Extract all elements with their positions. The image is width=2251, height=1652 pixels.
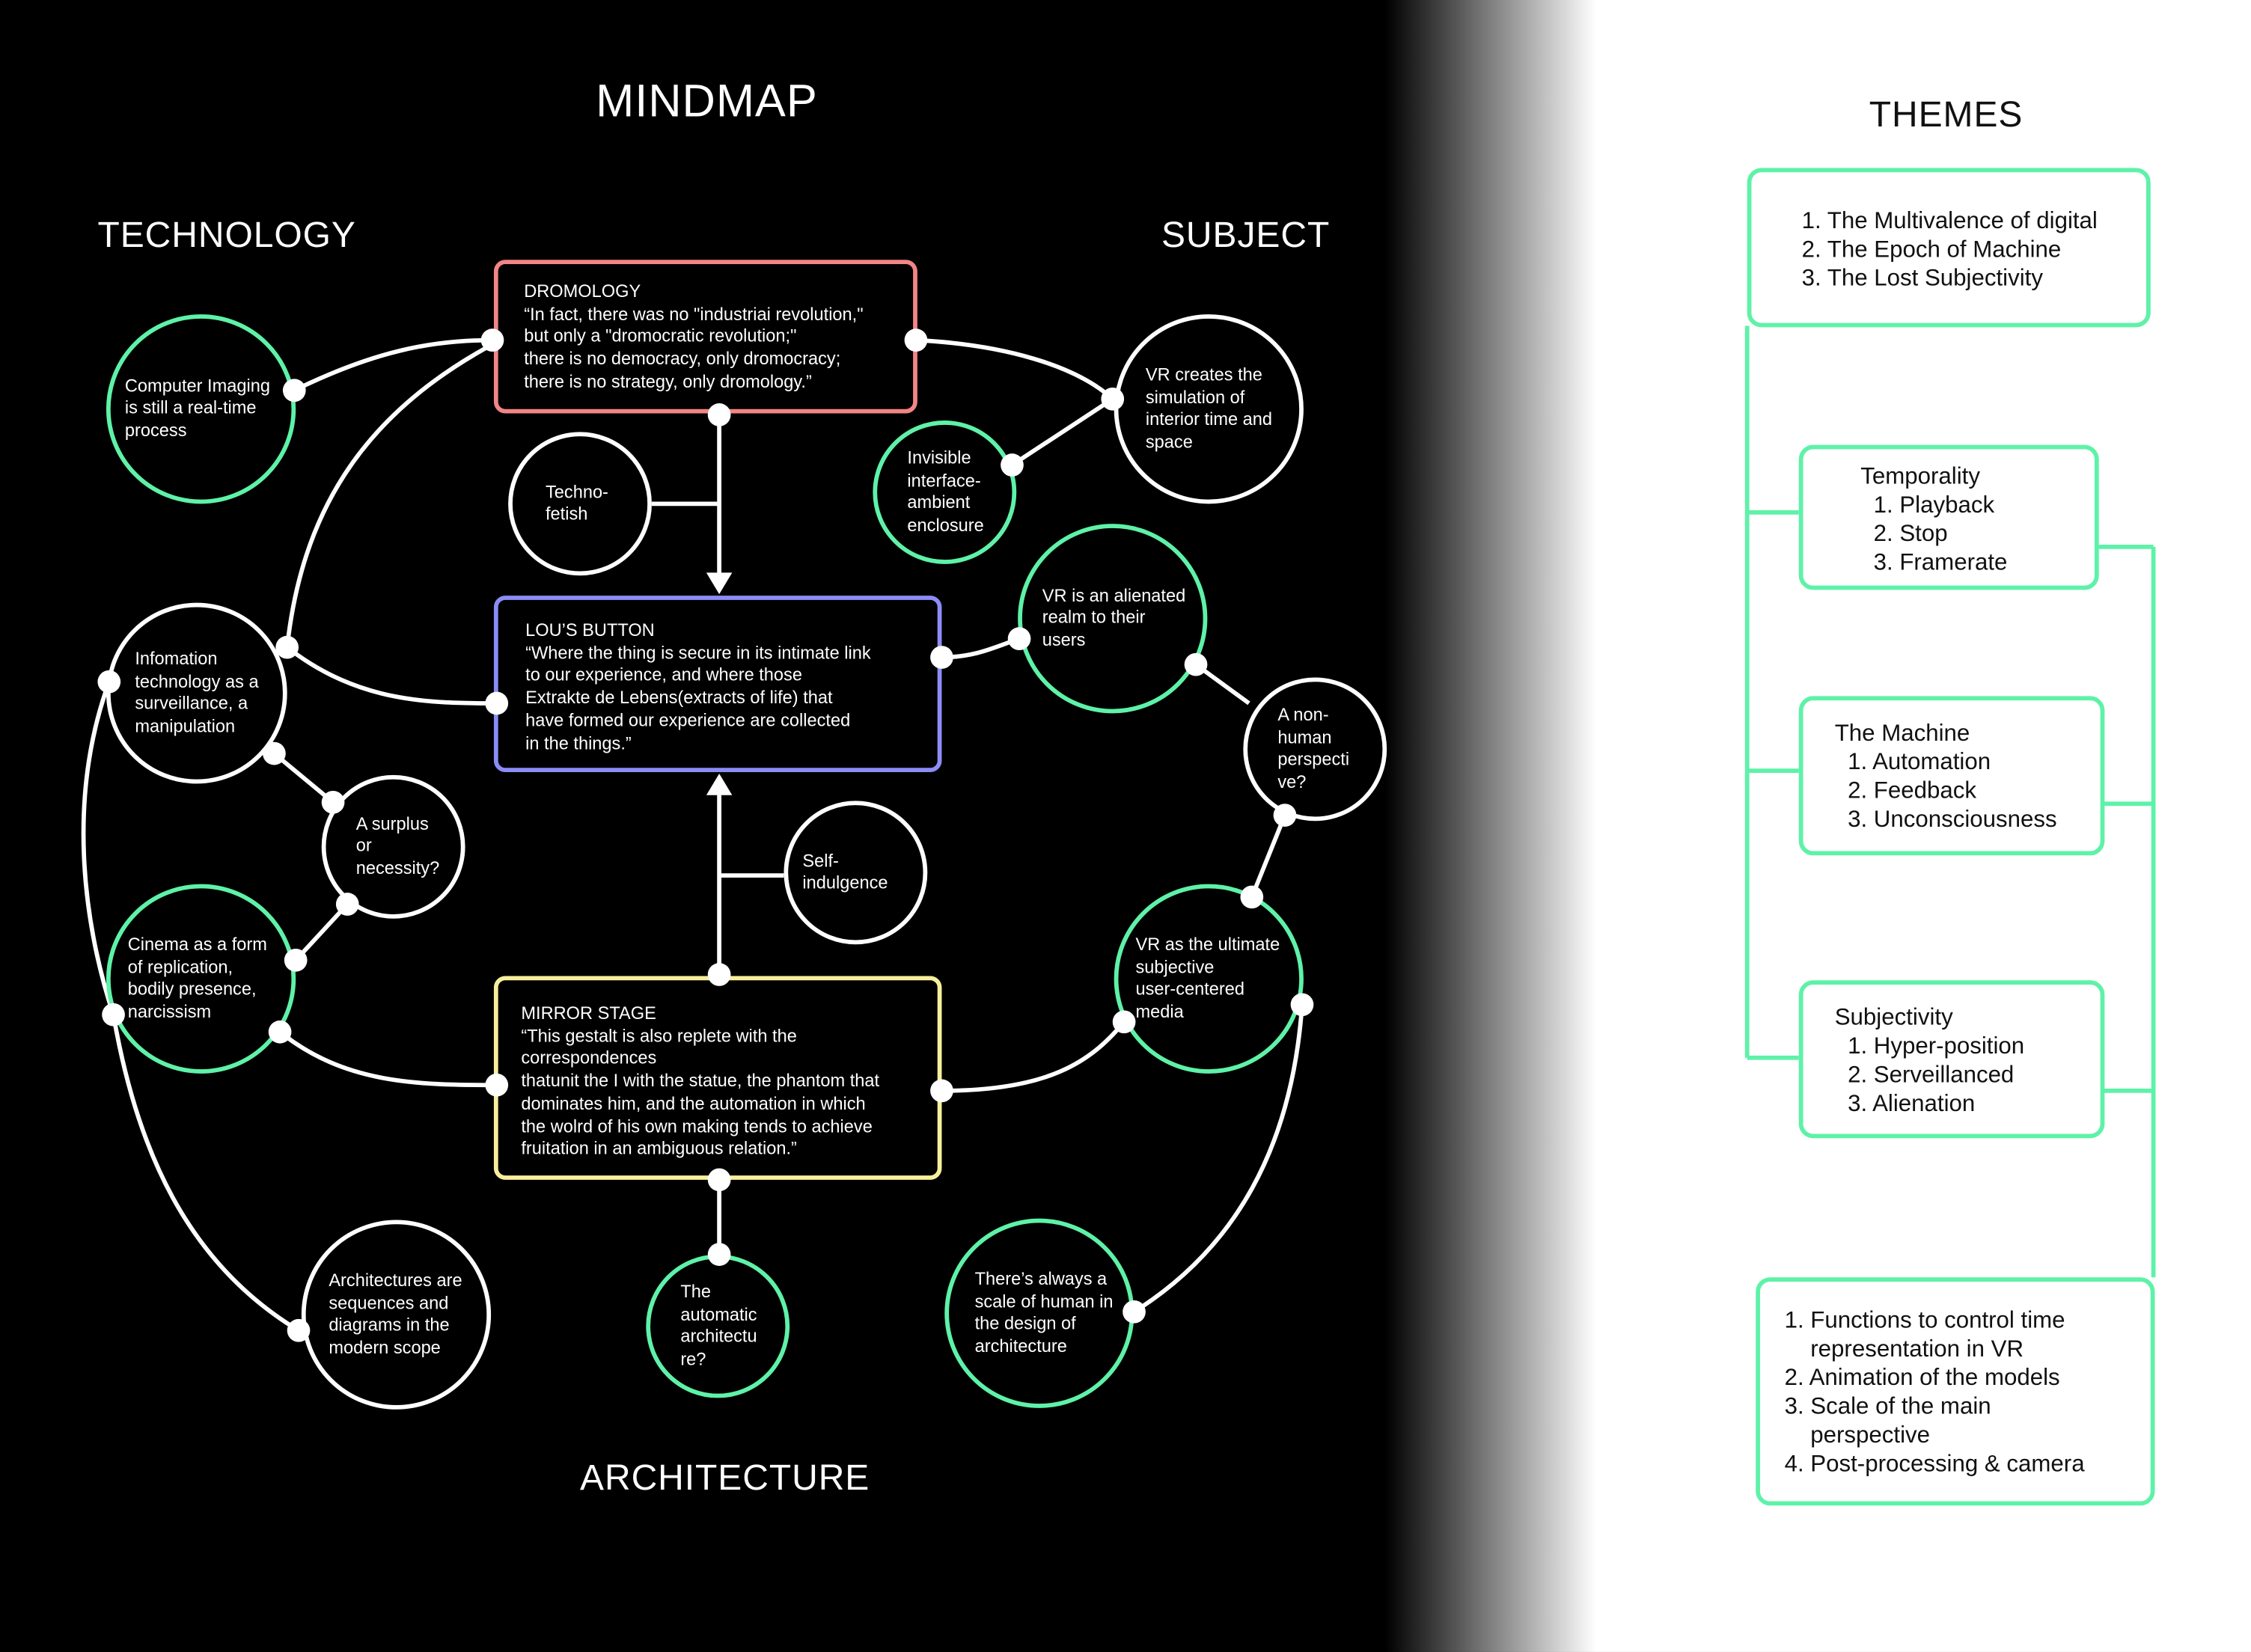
connector-dot [485, 1073, 509, 1097]
connector-dot [930, 1079, 953, 1103]
connector-dot [1240, 885, 1264, 909]
edge [293, 337, 493, 393]
edge [1010, 397, 1114, 467]
edge [285, 645, 497, 706]
node-label: A surplus or necessity? [355, 813, 440, 878]
node-computer-imaging[interactable]: Computer Imaging is still a real-time pr… [106, 314, 296, 504]
edge [294, 902, 349, 962]
mindmap-title: MINDMAP [596, 74, 818, 126]
connector-dot [102, 1003, 125, 1027]
box-dromology[interactable]: DROMOLOGY “In fact, there was no "indust… [493, 260, 917, 414]
edge [915, 337, 1114, 401]
theme-box-temporality: Temporality 1. Playback 2. Stop 3. Frame… [1798, 444, 2099, 590]
node-vr-creates[interactable]: VR creates the simulation of interior ti… [1114, 314, 1304, 504]
connector-dot [284, 948, 308, 972]
theme-box-overview: 1. The Multivalence of digital 2. The Ep… [1747, 168, 2151, 328]
connector-dot [1273, 804, 1297, 827]
node-non-human[interactable]: A non- human perspecti ve? [1243, 677, 1387, 822]
node-invisible-interface[interactable]: Invisible interface- ambient enclosure [873, 420, 1017, 564]
edge [1133, 1004, 1304, 1314]
edge [1250, 814, 1287, 899]
connector-dot [485, 691, 509, 715]
connector-dot [707, 963, 731, 986]
node-techno-fetish[interactable]: Techno- fetish [508, 432, 652, 576]
connector-dot [321, 790, 345, 814]
connector-dot [287, 1318, 311, 1342]
node-cinema[interactable]: Cinema as a form of replication, bodily … [106, 884, 296, 1074]
connector-dot [275, 635, 299, 659]
node-label: Self- indulgence [802, 850, 888, 893]
connector-dot [930, 646, 953, 669]
node-automatic-architecture[interactable]: The automatic architectu re? [646, 1254, 790, 1398]
edge [278, 1030, 497, 1088]
connector-dot [1123, 1300, 1146, 1324]
edge [284, 342, 494, 648]
node-label: Invisible interface- ambient enclosure [907, 447, 984, 535]
connector-dot [335, 893, 359, 916]
node-label: VR is an alienated realm to their users [1042, 585, 1186, 650]
node-label: VR creates the simulation of interior ti… [1145, 364, 1273, 452]
node-infomation-technology[interactable]: Infomation technology as a surveillance,… [106, 602, 287, 784]
heading-themes: THEMES [1869, 94, 2024, 135]
heading-architecture: ARCHITECTURE [580, 1457, 870, 1499]
node-vr-alienated[interactable]: VR is an alienated realm to their users [1018, 524, 1208, 714]
connector-dot [1184, 652, 1208, 676]
edge [272, 751, 335, 804]
edge [941, 1021, 1126, 1093]
heading-subject: SUBJECT [1161, 215, 1331, 256]
heading-technology: TECHNOLOGY [97, 215, 356, 256]
connector-dot [904, 328, 928, 352]
connector-dot [707, 403, 731, 426]
node-label: A non- human perspecti ve? [1277, 704, 1350, 792]
theme-box-functions: 1. Functions to control time representat… [1756, 1277, 2155, 1506]
connector-dot [1007, 627, 1031, 650]
node-label: There’s always a scale of human in the d… [974, 1268, 1114, 1356]
node-architectures[interactable]: Architectures are sequences and diagrams… [301, 1220, 492, 1410]
connector-dot [263, 741, 286, 765]
box-mirror-stage[interactable]: MIRROR STAGE “This gestalt is also reple… [493, 976, 942, 1180]
connector-dot [1101, 387, 1125, 411]
arrow-down-icon [706, 572, 733, 595]
theme-box-subjectivity: Subjectivity 1. Hyper-position 2. Servei… [1798, 980, 2105, 1139]
node-self-indulgence[interactable]: Self- indulgence [784, 801, 928, 945]
node-vr-ultimate[interactable]: VR as the ultimate subjective user-cente… [1114, 884, 1304, 1074]
connector-dot [707, 1243, 731, 1266]
node-label: Computer Imaging is still a real-time pr… [124, 376, 270, 441]
arrow-up-icon [706, 773, 733, 795]
connector-dot [1001, 453, 1024, 477]
connector-dot [1112, 1010, 1136, 1034]
connector-dot [97, 670, 121, 694]
theme-connectors [1744, 325, 2156, 1278]
theme-box-machine: The Machine 1. Automation 2. Feedback 3.… [1798, 696, 2105, 856]
node-label: Architectures are sequences and diagrams… [329, 1270, 462, 1357]
connector-dot [480, 328, 504, 352]
connector-dot [707, 1168, 731, 1192]
node-label: Cinema as a form of replication, bodily … [127, 934, 267, 1021]
node-label: The automatic architectu re? [680, 1282, 757, 1369]
box-lous-button[interactable]: LOU’S BUTTON “Where the thing is secure … [493, 596, 942, 773]
connector-dot [268, 1020, 292, 1044]
node-label: VR as the ultimate subjective user-cente… [1135, 934, 1280, 1021]
node-label: Infomation technology as a surveillance,… [135, 649, 259, 736]
node-scale-human[interactable]: There’s always a scale of human in the d… [944, 1218, 1134, 1408]
connector-dot [282, 379, 306, 403]
connector-dot [1290, 993, 1314, 1017]
node-label: Techno- fetish [545, 481, 608, 524]
